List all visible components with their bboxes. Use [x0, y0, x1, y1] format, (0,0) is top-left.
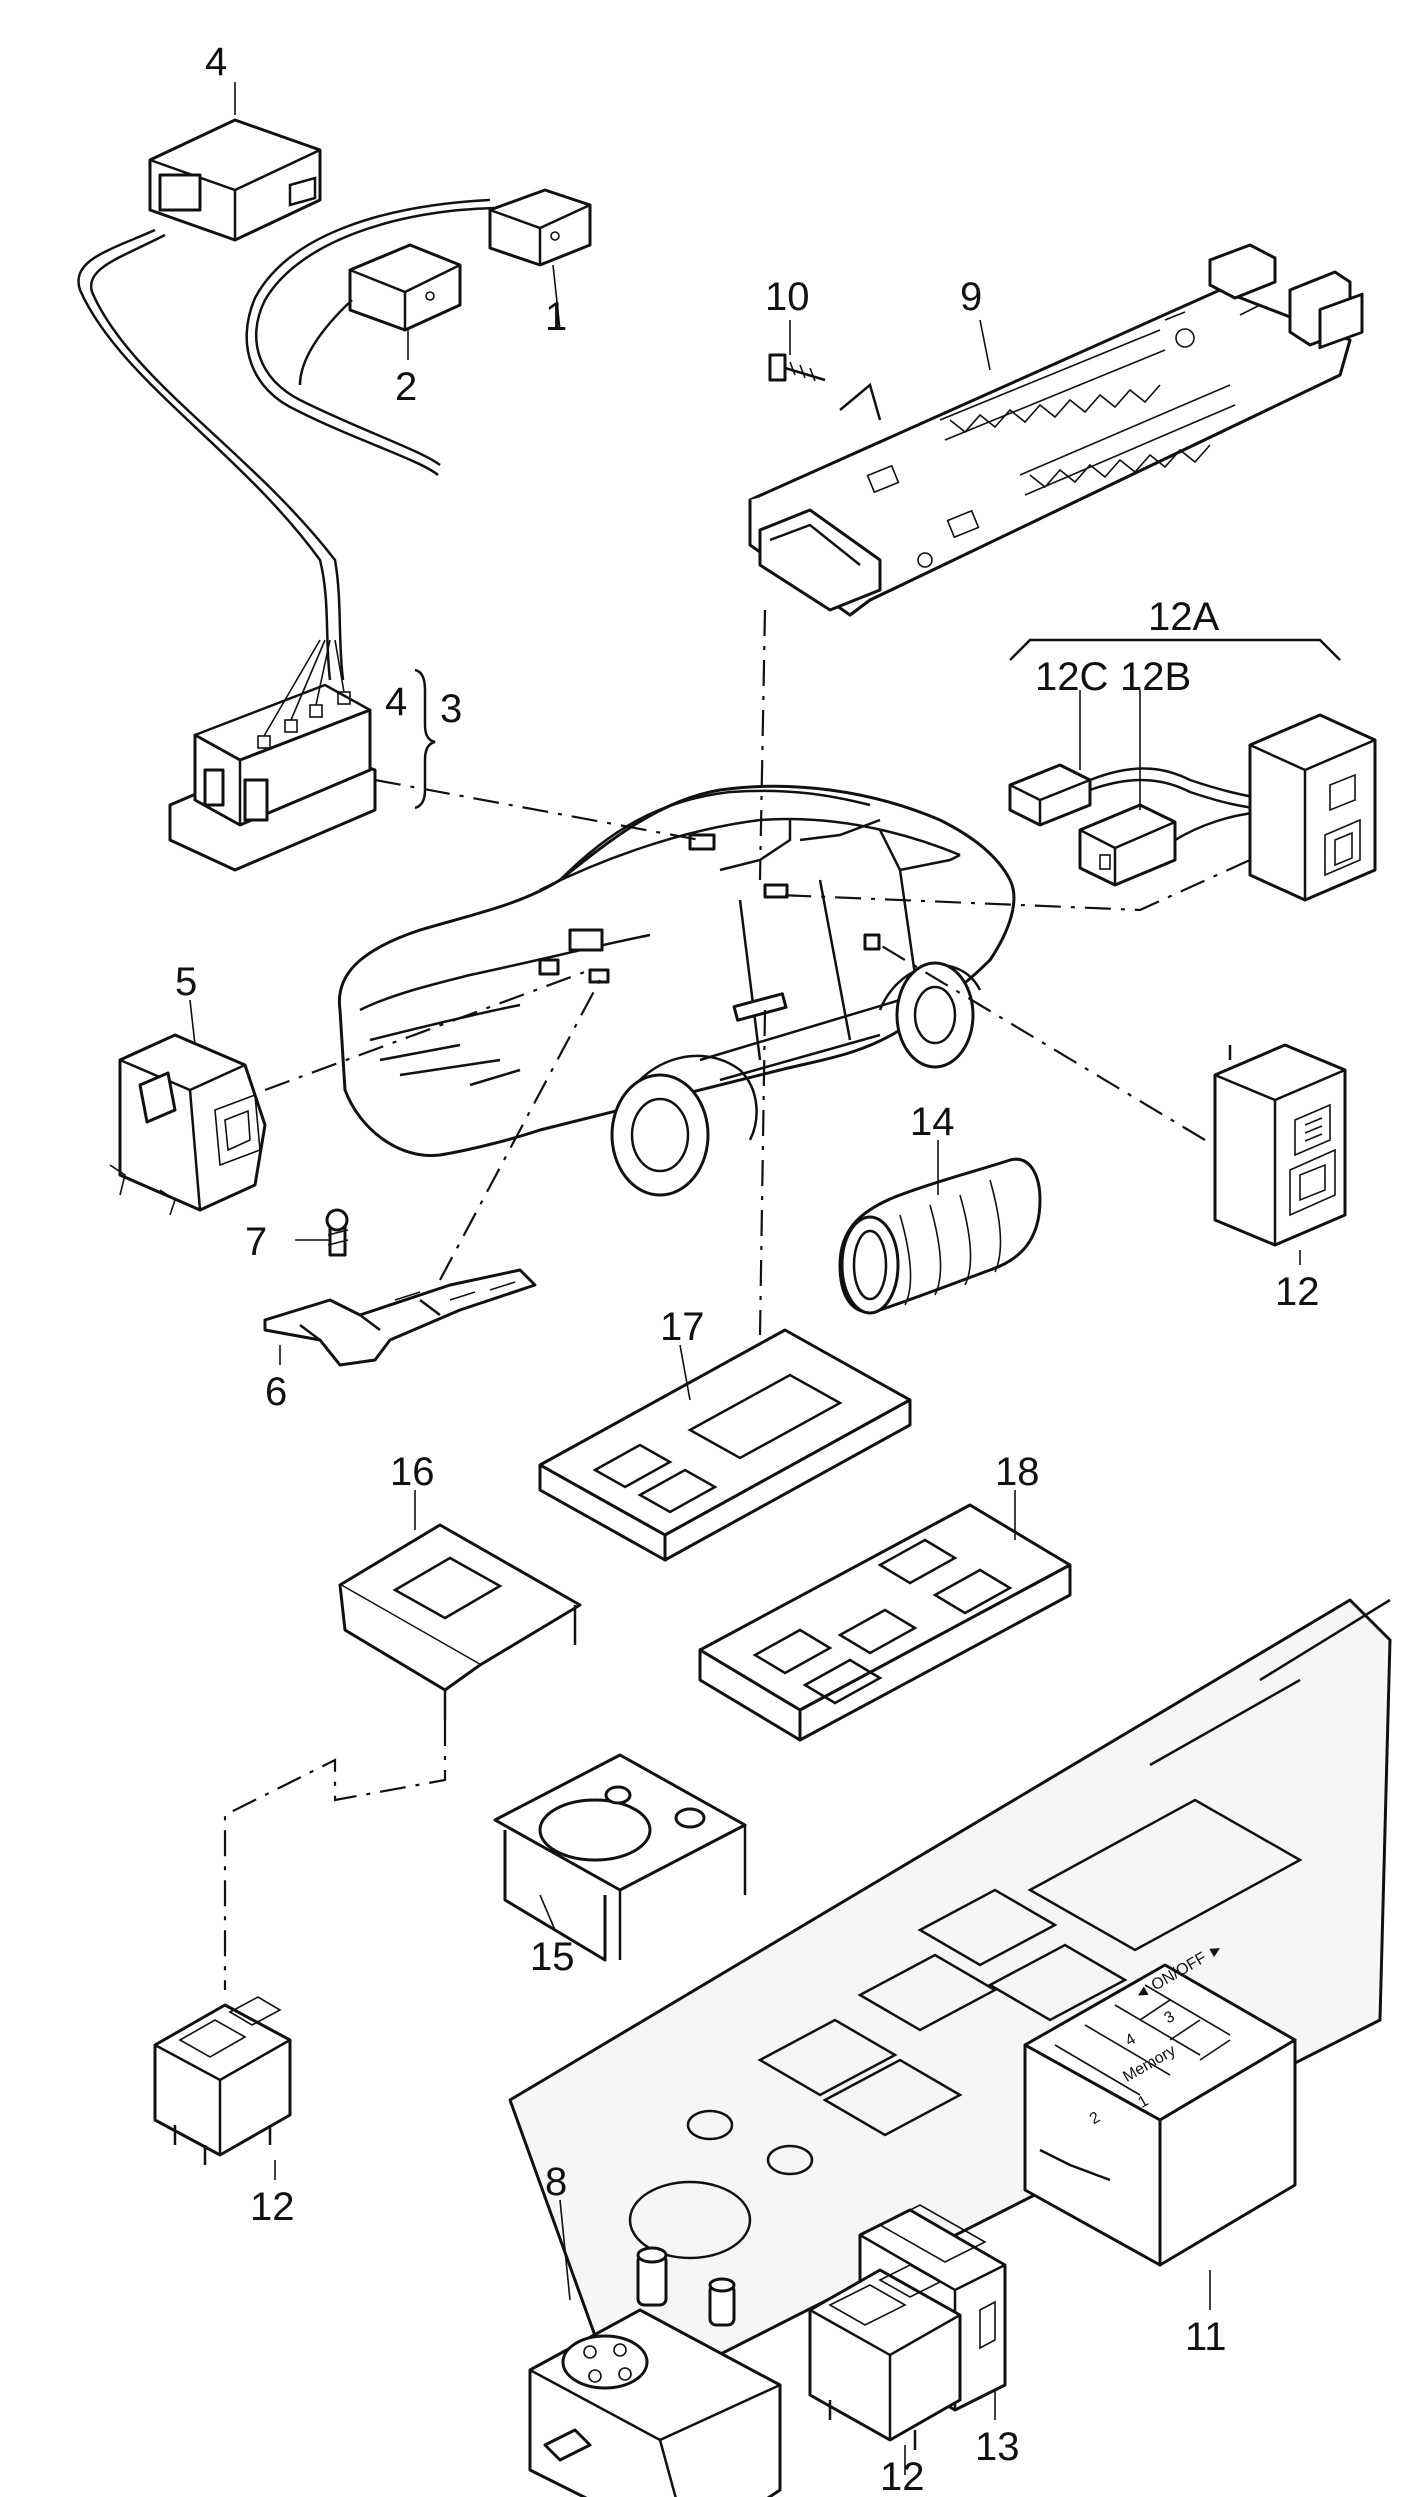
callout-12B: 12B [1120, 655, 1191, 699]
callout-5: 5 [175, 960, 197, 1004]
callout-1: 1 [545, 295, 567, 339]
callout-14: 14 [910, 1100, 955, 1144]
part-5-switch [109, 1033, 267, 1216]
callout-3: 3 [440, 687, 462, 731]
callout-6: 6 [265, 1370, 287, 1414]
callout-4-top: 4 [205, 40, 227, 84]
callout-12C: 12C [1035, 655, 1108, 699]
callout-17: 17 [660, 1305, 705, 1349]
part-10-screw [768, 353, 826, 382]
callout-16: 16 [390, 1450, 435, 1494]
part-2-connector [348, 243, 462, 332]
part-12-switch-right [1213, 1043, 1347, 1247]
part-4-connector [77, 118, 345, 681]
leader-16-to-12 [223, 1720, 447, 1990]
part-12-switch-left [153, 1996, 292, 2165]
part-11-memory-module [1023, 1963, 1297, 2267]
callout-10: 10 [765, 275, 810, 319]
part-1-connector [488, 188, 592, 267]
leader-3-to-car [374, 778, 701, 842]
leader-9-to-car [758, 609, 767, 881]
part-6-bracket [263, 1268, 537, 1367]
part-15-trim [493, 1753, 747, 1962]
car-illustration [337, 784, 1016, 1197]
callout-12A: 12A [1148, 595, 1219, 639]
leader-17-to-car [758, 1009, 767, 1336]
callout-15: 15 [530, 1935, 575, 1979]
part-14-boot [838, 1157, 1042, 1315]
callout-11: 11 [1185, 2315, 1227, 2359]
part-7-screw [325, 1208, 349, 1257]
callout-18: 18 [995, 1450, 1040, 1494]
part-12B-plug [1078, 803, 1177, 887]
part-17-trim [538, 1328, 912, 1562]
callout-7: 7 [245, 1220, 267, 1264]
part-18-trim [698, 1503, 1072, 1742]
callout-12-left: 12 [250, 2185, 295, 2229]
callout-12-right: 12 [1275, 1270, 1320, 1314]
part-3-switch [168, 639, 377, 872]
bracket-12A [1009, 638, 1341, 661]
callout-8: 8 [545, 2160, 567, 2204]
leader-12A-to-car [779, 858, 1251, 912]
brace-3-4 [414, 668, 436, 810]
callout-2: 2 [395, 365, 417, 409]
part-16-trim [338, 1523, 582, 1720]
part-12C-plug [1008, 763, 1092, 827]
callout-4-brace: 4 [385, 680, 407, 724]
callout-12-bottom: 12 [880, 2455, 925, 2497]
part-12A-switch [1248, 292, 1377, 902]
callout-9: 9 [960, 275, 982, 319]
leader-5-to-car [264, 968, 591, 1092]
leader-6-to-car [439, 979, 601, 1281]
leader-12-right-to-car [879, 944, 1206, 1141]
part-12-switch-bottom [808, 2264, 962, 2450]
callout-13: 13 [975, 2425, 1020, 2469]
part-9-control-module [748, 243, 1352, 617]
part-8-seat-switch [528, 2246, 782, 2497]
part-1-2-cable [255, 206, 496, 467]
